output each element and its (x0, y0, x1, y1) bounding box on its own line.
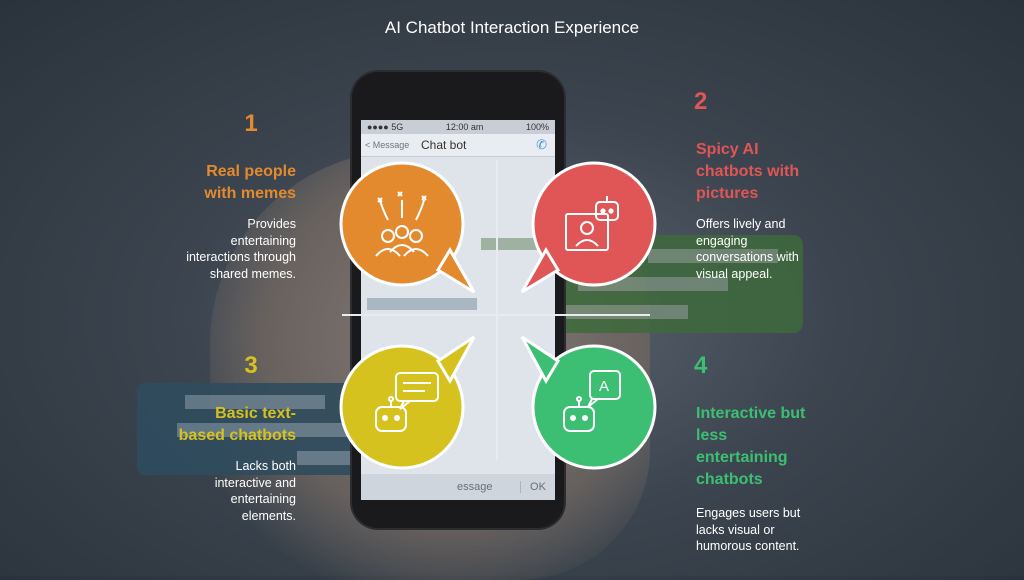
phone-status-bar: ●●●● 5G 12:00 am 100% (361, 120, 555, 134)
item-1-heading-line: Real people (206, 163, 296, 180)
item-3-description-line: Lacks both (235, 459, 296, 473)
item-1-number: 1 (244, 110, 258, 137)
item-2-heading-line: pictures (696, 185, 759, 202)
bubble-1-tail (435, 247, 476, 294)
item-2-description-line: Offers lively and (696, 217, 786, 231)
quadrant-2-bubble (520, 161, 657, 294)
battery-indicator: 100% (525, 122, 549, 132)
item-2-heading-line: Spicy AI (696, 141, 759, 158)
robot-picture-icon (565, 196, 619, 251)
item-4-heading-line: chatbots (696, 471, 763, 488)
signal-indicator: ●●●● 5G (367, 122, 404, 132)
robot-text-chat-icon (375, 372, 439, 432)
item-3-description-line: interactive and (214, 475, 296, 490)
item-2-number: 2 (694, 88, 708, 115)
item-3-heading: Basic text- based chatbots (150, 403, 296, 447)
people-celebrating-icon (375, 191, 429, 257)
clock: 12:00 am (445, 122, 484, 132)
item-1-description-line: interactions through (186, 250, 296, 264)
item-1-description-line: Provides (247, 217, 296, 231)
bubble-4-fill (531, 344, 657, 470)
chat-message-bar (367, 298, 477, 310)
quadrant-divider-vertical (496, 160, 498, 460)
item-4-description: Engages users but lacks visual or humoro… (696, 505, 856, 555)
chat-input-area: essage OK (361, 474, 555, 500)
quadrant-3-bubble (339, 335, 476, 470)
item-3-heading-line: based chatbots (178, 427, 296, 444)
item-1-description-line: entertaining (230, 233, 296, 248)
back-button[interactable]: < Message (365, 140, 410, 150)
item-1-heading-line: with memes (204, 185, 296, 202)
item-4-description-line: Engages users but (696, 506, 801, 520)
item-2-description-line: visual appeal. (696, 266, 773, 281)
item-4-heading-line: Interactive but (696, 405, 806, 422)
item-2-heading: Spicy AI chatbots with pictures (696, 139, 846, 205)
item-2-description-line: engaging (696, 233, 748, 248)
chat-header: < Message Chat bot ✆ (361, 134, 555, 157)
item-4-description-line: lacks visual or (696, 522, 775, 537)
item-3-description-line: entertaining (230, 492, 296, 506)
item-1-description-line: shared memes. (209, 266, 296, 281)
message-input[interactable]: essage (457, 481, 493, 493)
item-4-heading-line: entertaining (696, 449, 788, 466)
bubble-4-tail (520, 335, 561, 385)
robot-translate-icon: A (563, 370, 621, 432)
chat-title: Chat bot (421, 138, 467, 152)
item-4-number: 4 (694, 352, 708, 379)
item-1-heading: Real people with memes (150, 161, 296, 205)
bubble-1-fill (339, 161, 465, 287)
item-3-number: 3 (244, 352, 258, 379)
item-3-heading-line: Basic text- (215, 405, 296, 422)
chat-message-bar (481, 238, 551, 250)
quadrant-4-bubble: A (520, 335, 657, 470)
item-2-description: Offers lively and engaging conversations… (696, 216, 856, 282)
item-4-heading: Interactive but less entertaining chatbo… (696, 403, 856, 491)
item-1-description: Provides entertaining interactions throu… (150, 216, 296, 282)
bubble-3-tail (435, 335, 476, 385)
item-2-description-line: conversations with (696, 250, 799, 264)
bubble-2-tail (520, 247, 561, 294)
item-4-description-line: humorous content. (696, 539, 800, 553)
item-2-heading-line: chatbots with (696, 163, 800, 180)
item-3-description: Lacks both interactive and entertaining … (150, 458, 296, 524)
item-3-description-line: elements. (241, 508, 296, 523)
phone-call-icon[interactable]: ✆ (536, 137, 547, 152)
svg-text:A: A (599, 378, 609, 395)
quadrant-divider-horizontal (342, 314, 650, 316)
quadrant-1-bubble (339, 161, 476, 294)
bubble-2-fill (531, 161, 657, 287)
page-title: AI Chatbot Interaction Experience (384, 18, 640, 37)
send-ok-button[interactable]: OK (520, 481, 555, 493)
item-4-heading-line: less (696, 427, 728, 444)
